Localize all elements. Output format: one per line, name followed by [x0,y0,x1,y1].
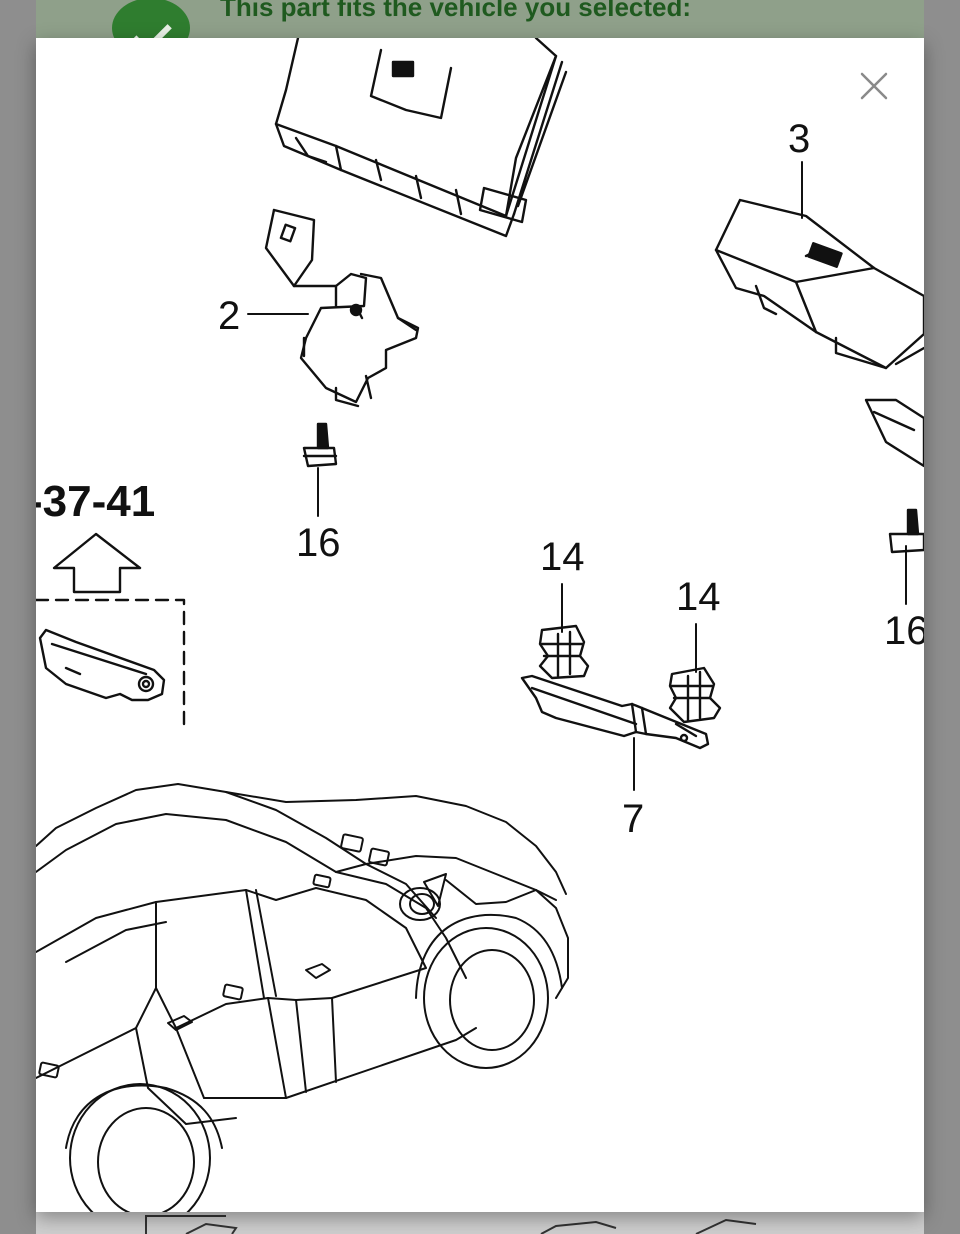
callout-14a: 14 [540,535,585,579]
clip-part-14b [668,666,722,724]
bolt-part-16b [888,508,924,554]
control-module-part [274,38,568,238]
antenna-bar-part-7 [520,674,710,750]
callout-14b: 14 [676,575,721,619]
parts-diagram-modal: 2 3 16 14 14 7 16 -37-41 [36,38,924,1212]
up-arrow-icon [52,532,142,594]
fitment-message: This part fits the vehicle you selected: [220,0,692,22]
clip-part-14a [538,624,590,680]
close-icon [860,72,888,100]
callout-7: 7 [622,797,644,841]
close-button[interactable] [852,64,896,108]
vehicle-diagram [36,783,569,1212]
module-part-3 [714,198,924,370]
bolt-part-16a [302,422,338,468]
bracket-part [264,208,420,408]
fitment-banner: This part fits the vehicle you selected: [36,0,924,38]
right-bracket-part [864,398,924,468]
callout-3: 3 [788,117,810,161]
callout-16a: 16 [296,521,341,565]
inset-box [36,598,186,730]
callout-16b: 16 [884,609,924,653]
callout-leaders [247,161,907,791]
reference-label: -37-41 [36,477,155,526]
background-diagram-strip [36,1212,924,1234]
check-icon [112,0,190,38]
parts-diagram: 2 3 16 14 14 7 16 -37-41 [36,38,924,1212]
background-diagram-fragment [145,1215,757,1234]
callout-2: 2 [218,294,240,338]
